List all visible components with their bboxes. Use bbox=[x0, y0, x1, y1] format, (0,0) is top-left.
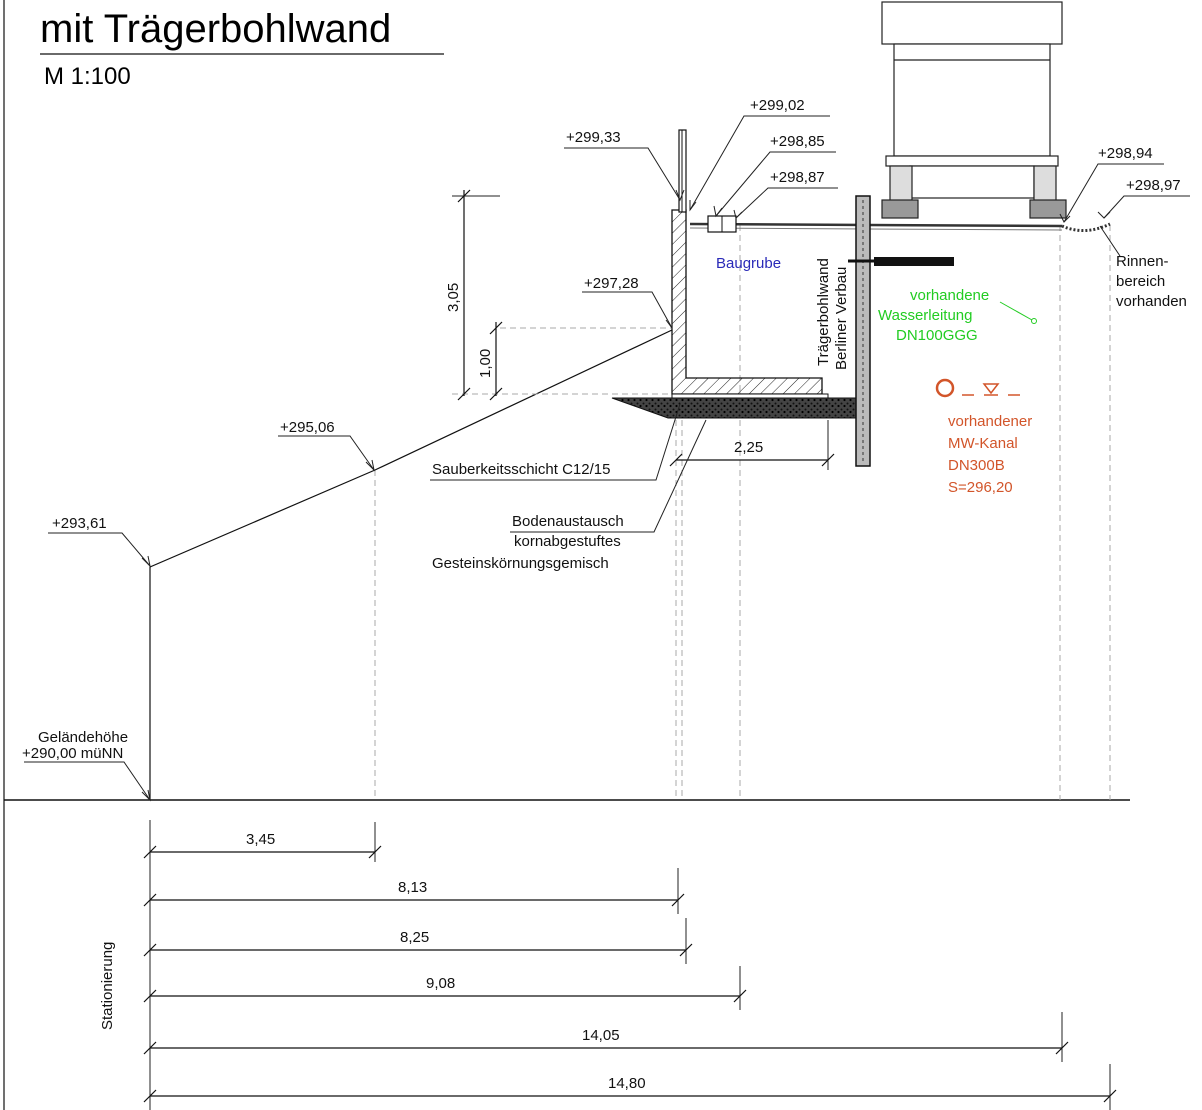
station-label-2: 8,13 bbox=[398, 879, 427, 896]
elevation-299-33: +299,33 bbox=[566, 129, 621, 146]
vertical-dimension-100 bbox=[489, 321, 503, 401]
soldier-pile-wall bbox=[855, 195, 871, 467]
embankment-slope bbox=[149, 329, 673, 800]
elevation-298-87: +298,87 bbox=[770, 169, 825, 186]
dimension-305-label: 3,05 bbox=[445, 283, 462, 312]
boden-label-line2: kornabgestuftes bbox=[514, 533, 621, 550]
baugrube-label: Baugrube bbox=[716, 255, 781, 272]
truck-icon bbox=[881, 1, 1067, 219]
road-surface-lower bbox=[689, 227, 1063, 231]
elevation-leaders bbox=[24, 115, 1190, 802]
station-dim-6 bbox=[143, 1064, 1117, 1110]
station-dim-1 bbox=[143, 822, 382, 862]
station-label-6: 14,80 bbox=[608, 1075, 646, 1092]
dimension-225-label: 2,25 bbox=[734, 439, 763, 456]
ground-value: +290,00 müNN bbox=[22, 745, 123, 762]
retaining-wall bbox=[671, 209, 823, 395]
station-label-4: 9,08 bbox=[426, 975, 455, 992]
gutter bbox=[1061, 222, 1111, 232]
water-label-line2: Wasserleitung bbox=[878, 307, 972, 324]
rinne-label-line3: vorhanden bbox=[1116, 293, 1187, 310]
road-surface bbox=[689, 222, 1063, 228]
elevation-298-94: +298,94 bbox=[1098, 145, 1153, 162]
wall-label-line1: Trägerbohlwand bbox=[815, 258, 832, 366]
sewer-label-line4: S=296,20 bbox=[948, 479, 1013, 496]
rinne-leader bbox=[1099, 225, 1121, 257]
sauber-leader bbox=[430, 403, 681, 481]
elevation-299-02: +299,02 bbox=[750, 97, 805, 114]
sauber-label: Sauberkeitsschicht C12/15 bbox=[432, 461, 610, 478]
station-dim-2 bbox=[143, 868, 685, 914]
station-label-1: 3,45 bbox=[246, 831, 275, 848]
dashed-guides bbox=[374, 225, 1111, 800]
station-label: Stationierung bbox=[99, 942, 116, 1030]
elevation-297-28: +297,28 bbox=[584, 275, 639, 292]
elevation-298-85: +298,85 bbox=[770, 133, 825, 150]
elevation-293-61: +293,61 bbox=[52, 515, 107, 532]
vertical-dimension-305 bbox=[452, 189, 672, 401]
dimension-100-label: 1,00 bbox=[477, 349, 494, 378]
soil-exchange bbox=[611, 397, 857, 419]
water-level-icon bbox=[962, 383, 1020, 396]
station-dim-4 bbox=[143, 966, 747, 1010]
dimension-225 bbox=[669, 420, 835, 470]
elevation-295-06: +295,06 bbox=[280, 419, 335, 436]
water-leader bbox=[999, 301, 1033, 321]
sewer-label-line1: vorhandener bbox=[948, 413, 1032, 430]
rinne-label-line1: Rinnen- bbox=[1116, 253, 1169, 270]
station-dim-3 bbox=[143, 918, 693, 964]
station-label-5: 14,05 bbox=[582, 1027, 620, 1044]
station-dim-5 bbox=[143, 1012, 1069, 1062]
drawing-title: mit Trägerbohlwand bbox=[40, 7, 391, 51]
station-label-3: 8,25 bbox=[400, 929, 429, 946]
water-pipe bbox=[874, 257, 954, 266]
boden-label-line1: Bodenaustausch bbox=[512, 513, 624, 530]
lean-concrete-layer bbox=[671, 393, 829, 399]
boden-label-line3: Gesteinskörnungsgemisch bbox=[432, 555, 609, 572]
water-label-line1: vorhandene bbox=[910, 287, 989, 304]
wall-label-line2: Berliner Verbau bbox=[833, 267, 850, 370]
rinne-label-line2: bereich bbox=[1116, 273, 1165, 290]
sewer-pipe-icon bbox=[935, 378, 955, 398]
sewer-label-line2: MW-Kanal bbox=[948, 435, 1018, 452]
water-leader-dot bbox=[1031, 318, 1037, 324]
boden-leader bbox=[510, 419, 707, 533]
sewer-label-line3: DN300B bbox=[948, 457, 1005, 474]
ground-label: Geländehöhe bbox=[38, 729, 128, 746]
elevation-298-97: +298,97 bbox=[1126, 177, 1181, 194]
scale-label: M 1:100 bbox=[44, 63, 131, 90]
water-label-line3: DN100GGG bbox=[896, 327, 978, 344]
